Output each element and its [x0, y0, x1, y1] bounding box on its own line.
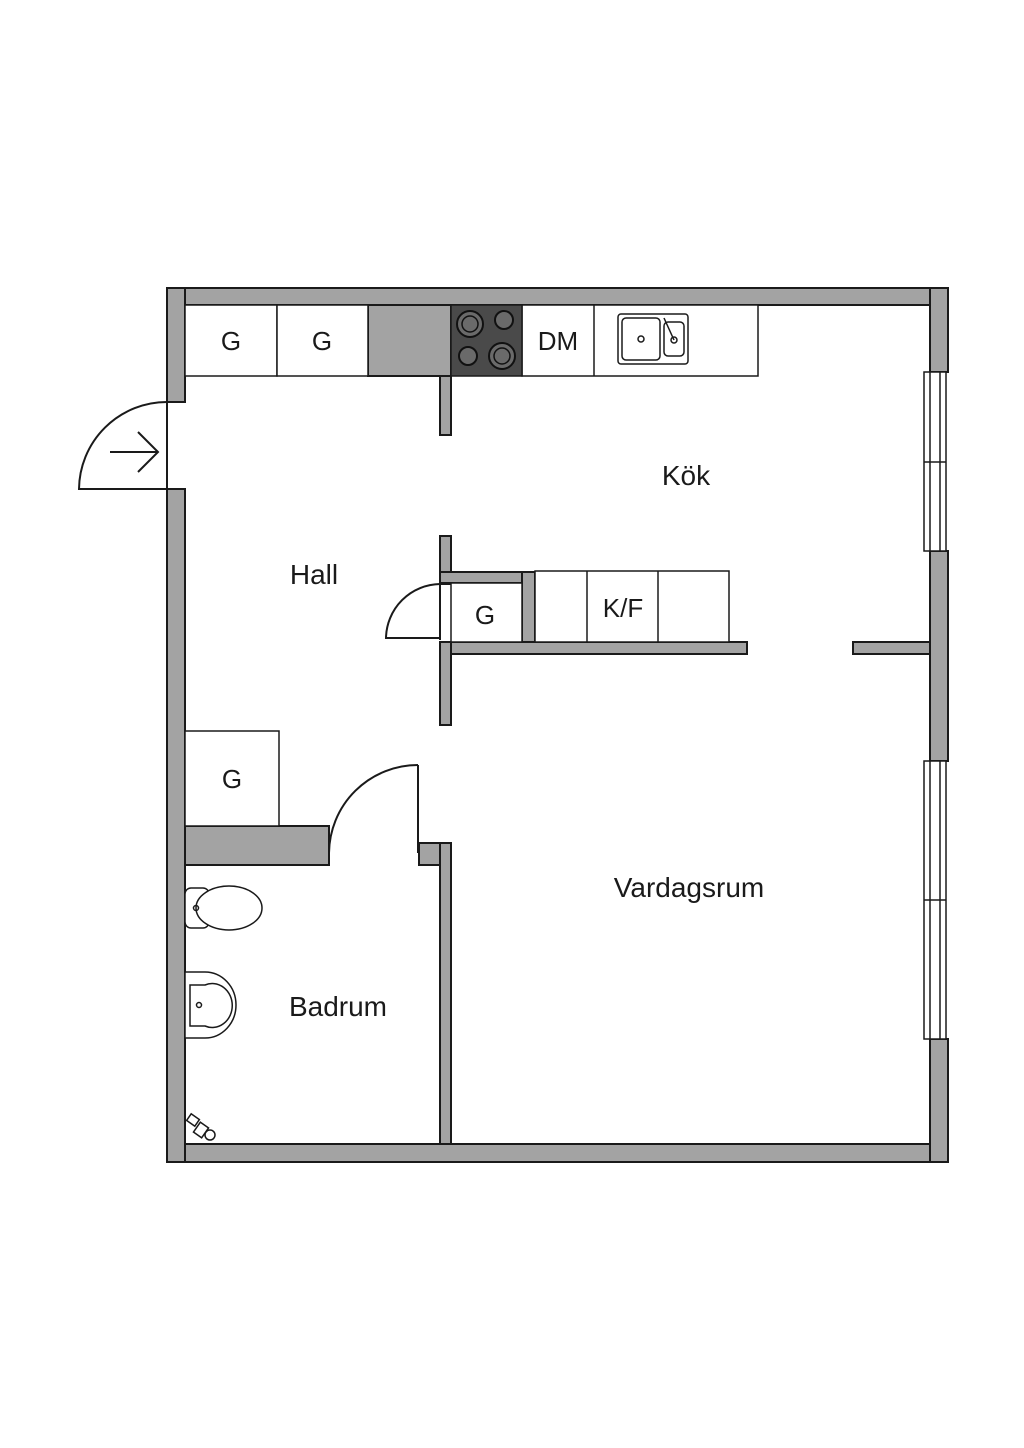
washbasin-icon — [184, 971, 237, 1039]
floor-drain-icon — [185, 1112, 216, 1141]
room-label-living: Vardagsrum — [614, 872, 764, 903]
room-label-hall: Hall — [290, 559, 338, 590]
window-kitchen — [923, 371, 947, 552]
wardrobe-top-2: G — [276, 304, 369, 377]
interior-walls — [184, 304, 931, 1145]
wardrobe-label: G — [222, 764, 242, 794]
dishwasher-label: DM — [538, 326, 578, 356]
outer-walls — [166, 287, 949, 1163]
wardrobe-label: G — [475, 600, 495, 630]
wardrobe-hall: G — [450, 582, 523, 643]
entry-arrow-icon — [110, 431, 160, 473]
fridge-freezer-label: K/F — [603, 593, 643, 623]
wardrobe-label: G — [312, 326, 332, 356]
wardrobe-top-1: G — [184, 304, 278, 377]
sink-icon — [617, 313, 689, 365]
room-label-kitchen: Kök — [662, 460, 711, 491]
window-living — [923, 760, 947, 1040]
entrance-door[interactable] — [77, 401, 168, 490]
room-label-bath: Badrum — [289, 991, 387, 1022]
fridge-row: K/F — [534, 570, 730, 643]
wardrobe-label: G — [221, 326, 241, 356]
bathroom-door[interactable] — [328, 764, 419, 865]
wardrobe-bath: G — [184, 730, 280, 827]
toilet-icon — [184, 885, 263, 931]
closet-door[interactable] — [384, 583, 441, 640]
stove-icon — [450, 304, 523, 377]
